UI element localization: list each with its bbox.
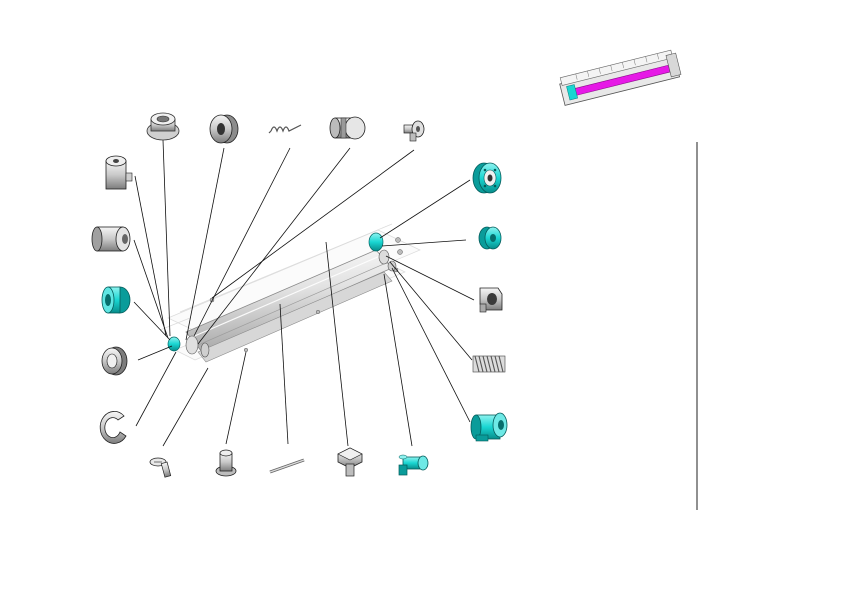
part-bushing-flanged-small bbox=[101, 346, 128, 376]
part-coupling bbox=[329, 116, 366, 140]
leader-lines bbox=[133, 139, 475, 447]
part-e-ring bbox=[99, 411, 127, 444]
part-bracket bbox=[479, 287, 503, 313]
part-gear-right bbox=[472, 162, 502, 194]
part-pin bbox=[269, 458, 305, 474]
part-shoulder-screw bbox=[403, 120, 425, 142]
part-bushing-large bbox=[91, 226, 131, 252]
assembly-thumbnail bbox=[553, 8, 682, 136]
roller-assembly bbox=[159, 223, 421, 363]
part-ring-bearing bbox=[209, 114, 239, 144]
left-end-bearing bbox=[167, 336, 181, 352]
part-collar bbox=[105, 155, 133, 190]
right-end-gear bbox=[368, 232, 384, 252]
thumbnail-left-bearing bbox=[566, 84, 578, 101]
part-compression-spring bbox=[472, 355, 506, 373]
part-screw-left bbox=[149, 457, 172, 478]
thumbnail-end-cap bbox=[665, 52, 682, 78]
part-shoulder-pin bbox=[215, 449, 237, 477]
part-hex-screw bbox=[337, 447, 363, 477]
lower-shaft bbox=[197, 271, 393, 363]
part-bearing-right bbox=[478, 226, 502, 250]
part-shoulder-bolt bbox=[398, 454, 429, 476]
part-bearing-left bbox=[101, 286, 131, 314]
part-sleeve-bearing bbox=[470, 412, 508, 442]
part-spring-small bbox=[268, 124, 302, 134]
left-end-cap bbox=[185, 335, 199, 355]
part-bushing-flanged bbox=[146, 112, 180, 141]
